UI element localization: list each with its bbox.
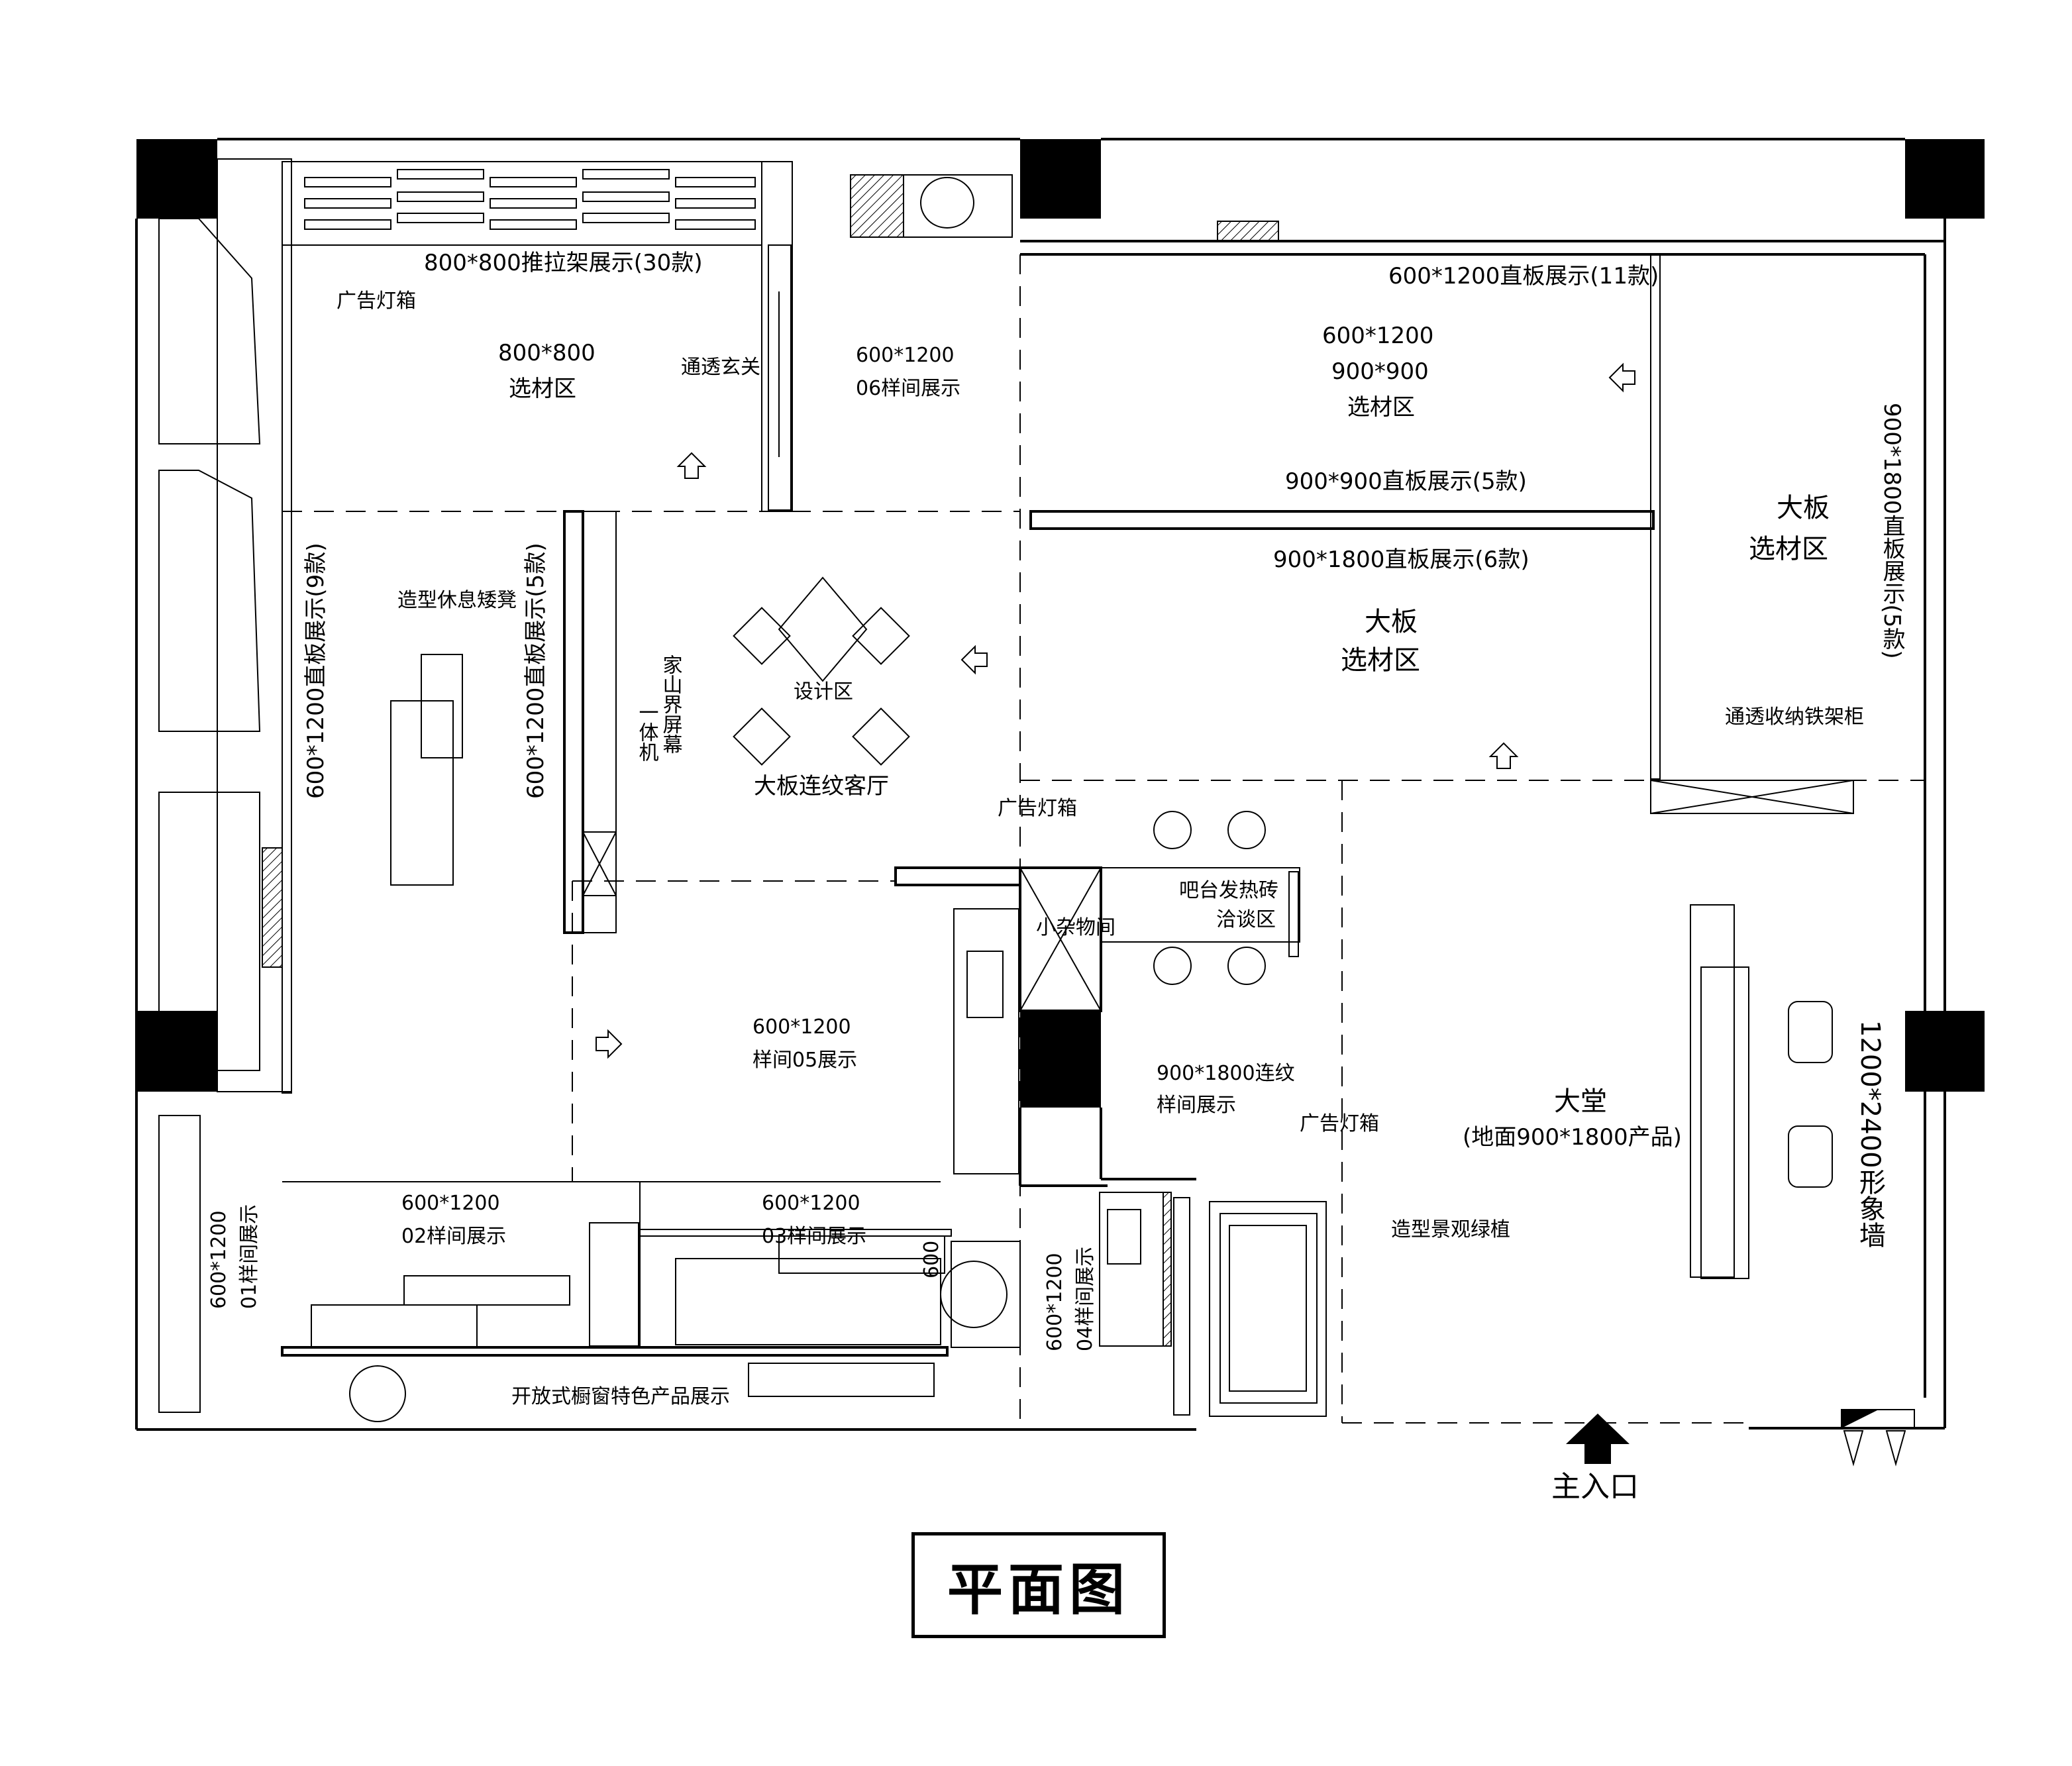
sample03-label: 03样间展示 (762, 1225, 867, 1248)
structural-columns (136, 139, 1985, 1108)
iron-shelf-label: 通透收纳铁架柜 (1725, 705, 1864, 729)
panel-1800-6-label: 900*1800直板展示(6款) (1273, 546, 1529, 573)
bar-label-1: 吧台发热砖 (1179, 879, 1278, 902)
panel-walls (282, 244, 617, 1094)
panel-1800-5-label: 900*1800直板展示(5款) (1879, 403, 1906, 659)
panel-900-5-label: 900*900直板展示(5款) (1285, 468, 1527, 495)
dimension-600: 600 (920, 1240, 943, 1278)
zone-800-size: 800*800 (498, 340, 596, 366)
sample01-size: 600*1200 (207, 1210, 231, 1309)
sample01-label: 01样间展示 (238, 1204, 261, 1309)
sink-fixture (850, 174, 1013, 238)
foyer-label: 通透玄关 (681, 356, 760, 379)
sample02-label: 02样间展示 (401, 1225, 507, 1248)
zone-600-size-2: 900*900 (1331, 358, 1429, 385)
flow-arrows (596, 362, 1635, 1464)
big-slab-right-1: 大板 (1777, 493, 1830, 523)
panel-5-label: 600*1200直板展示(5款) (523, 543, 549, 799)
entrance-arrow-icon (1566, 1414, 1630, 1464)
panel-9-label: 600*1200直板展示(9款) (303, 543, 329, 799)
image-wall-label: 1200*2400形象墙 (1855, 1020, 1885, 1248)
lobby-floor-label: (地面900*1800产品) (1463, 1124, 1682, 1151)
sample05-size: 600*1200 (752, 1015, 851, 1039)
screen-label-2: 一体机 (635, 702, 658, 762)
sample05-label: 样间05展示 (752, 1049, 858, 1072)
left-facade-windows (158, 218, 261, 1071)
living-room-label: 大板连纹客厅 (754, 773, 889, 800)
big-slab-center-1: 大板 (1365, 607, 1418, 637)
ad-lightbox-label-2: 广告灯箱 (998, 797, 1077, 820)
ad-lightbox-label-1: 广告灯箱 (337, 289, 416, 313)
sample02-size: 600*1200 (401, 1192, 500, 1215)
lobby-label: 大堂 (1554, 1086, 1607, 1117)
main-entrance-label: 主入口 (1551, 1470, 1639, 1504)
zone-600-label: 选材区 (1347, 394, 1415, 421)
bottom-sample-rooms (158, 1115, 1021, 1422)
iron-shelf (1650, 780, 1854, 814)
entrance-door (1841, 1409, 1915, 1467)
bar-label-2: 洽谈区 (1216, 908, 1276, 931)
bench-label: 造型休息矮凳 (397, 589, 517, 612)
big-slab-center-2: 选材区 (1341, 645, 1420, 676)
bar-stools (1153, 811, 1266, 985)
zone-800-label: 选材区 (509, 376, 576, 402)
landscape-planter (1099, 1192, 1327, 1417)
continuous-1800-label: 样间展示 (1157, 1094, 1236, 1117)
panel-11-label: 600*1200直板展示(11款) (1388, 263, 1659, 289)
shop-window-label: 开放式橱窗特色产品展示 (511, 1385, 730, 1408)
bench (390, 654, 463, 886)
design-zone-label: 设计区 (794, 680, 853, 703)
ad-lightbox-label-3: 广告灯箱 (1300, 1112, 1379, 1135)
sample06-size: 600*1200 (856, 344, 955, 367)
sample03-size: 600*1200 (762, 1192, 860, 1215)
storage-label: 小杂物间 (1036, 916, 1115, 939)
landscape-label: 造型景观绿植 (1391, 1218, 1510, 1241)
design-zone-furniture (733, 576, 910, 766)
foyer-partition (768, 244, 792, 511)
sliding-rack-display (282, 161, 793, 512)
big-slab-right-2: 选材区 (1749, 534, 1828, 564)
sample06-label: 06样间展示 (856, 377, 961, 400)
outer-walls (135, 138, 1946, 1431)
sliding-rack-label: 800*800推拉架展示(30款) (424, 250, 703, 276)
sample04-size: 600*1200 (1043, 1253, 1066, 1351)
zone-boundaries (282, 254, 1925, 1429)
screen-label-1: 家山界屏幕 (658, 654, 682, 754)
sample04-label: 04样间展示 (1074, 1246, 1097, 1351)
zone-600-size-1: 600*1200 (1322, 323, 1434, 349)
reception-desk (1690, 904, 1833, 1279)
continuous-1800-size: 900*1800连纹 (1157, 1062, 1295, 1085)
drawing-title: 平面图 (911, 1532, 1166, 1638)
